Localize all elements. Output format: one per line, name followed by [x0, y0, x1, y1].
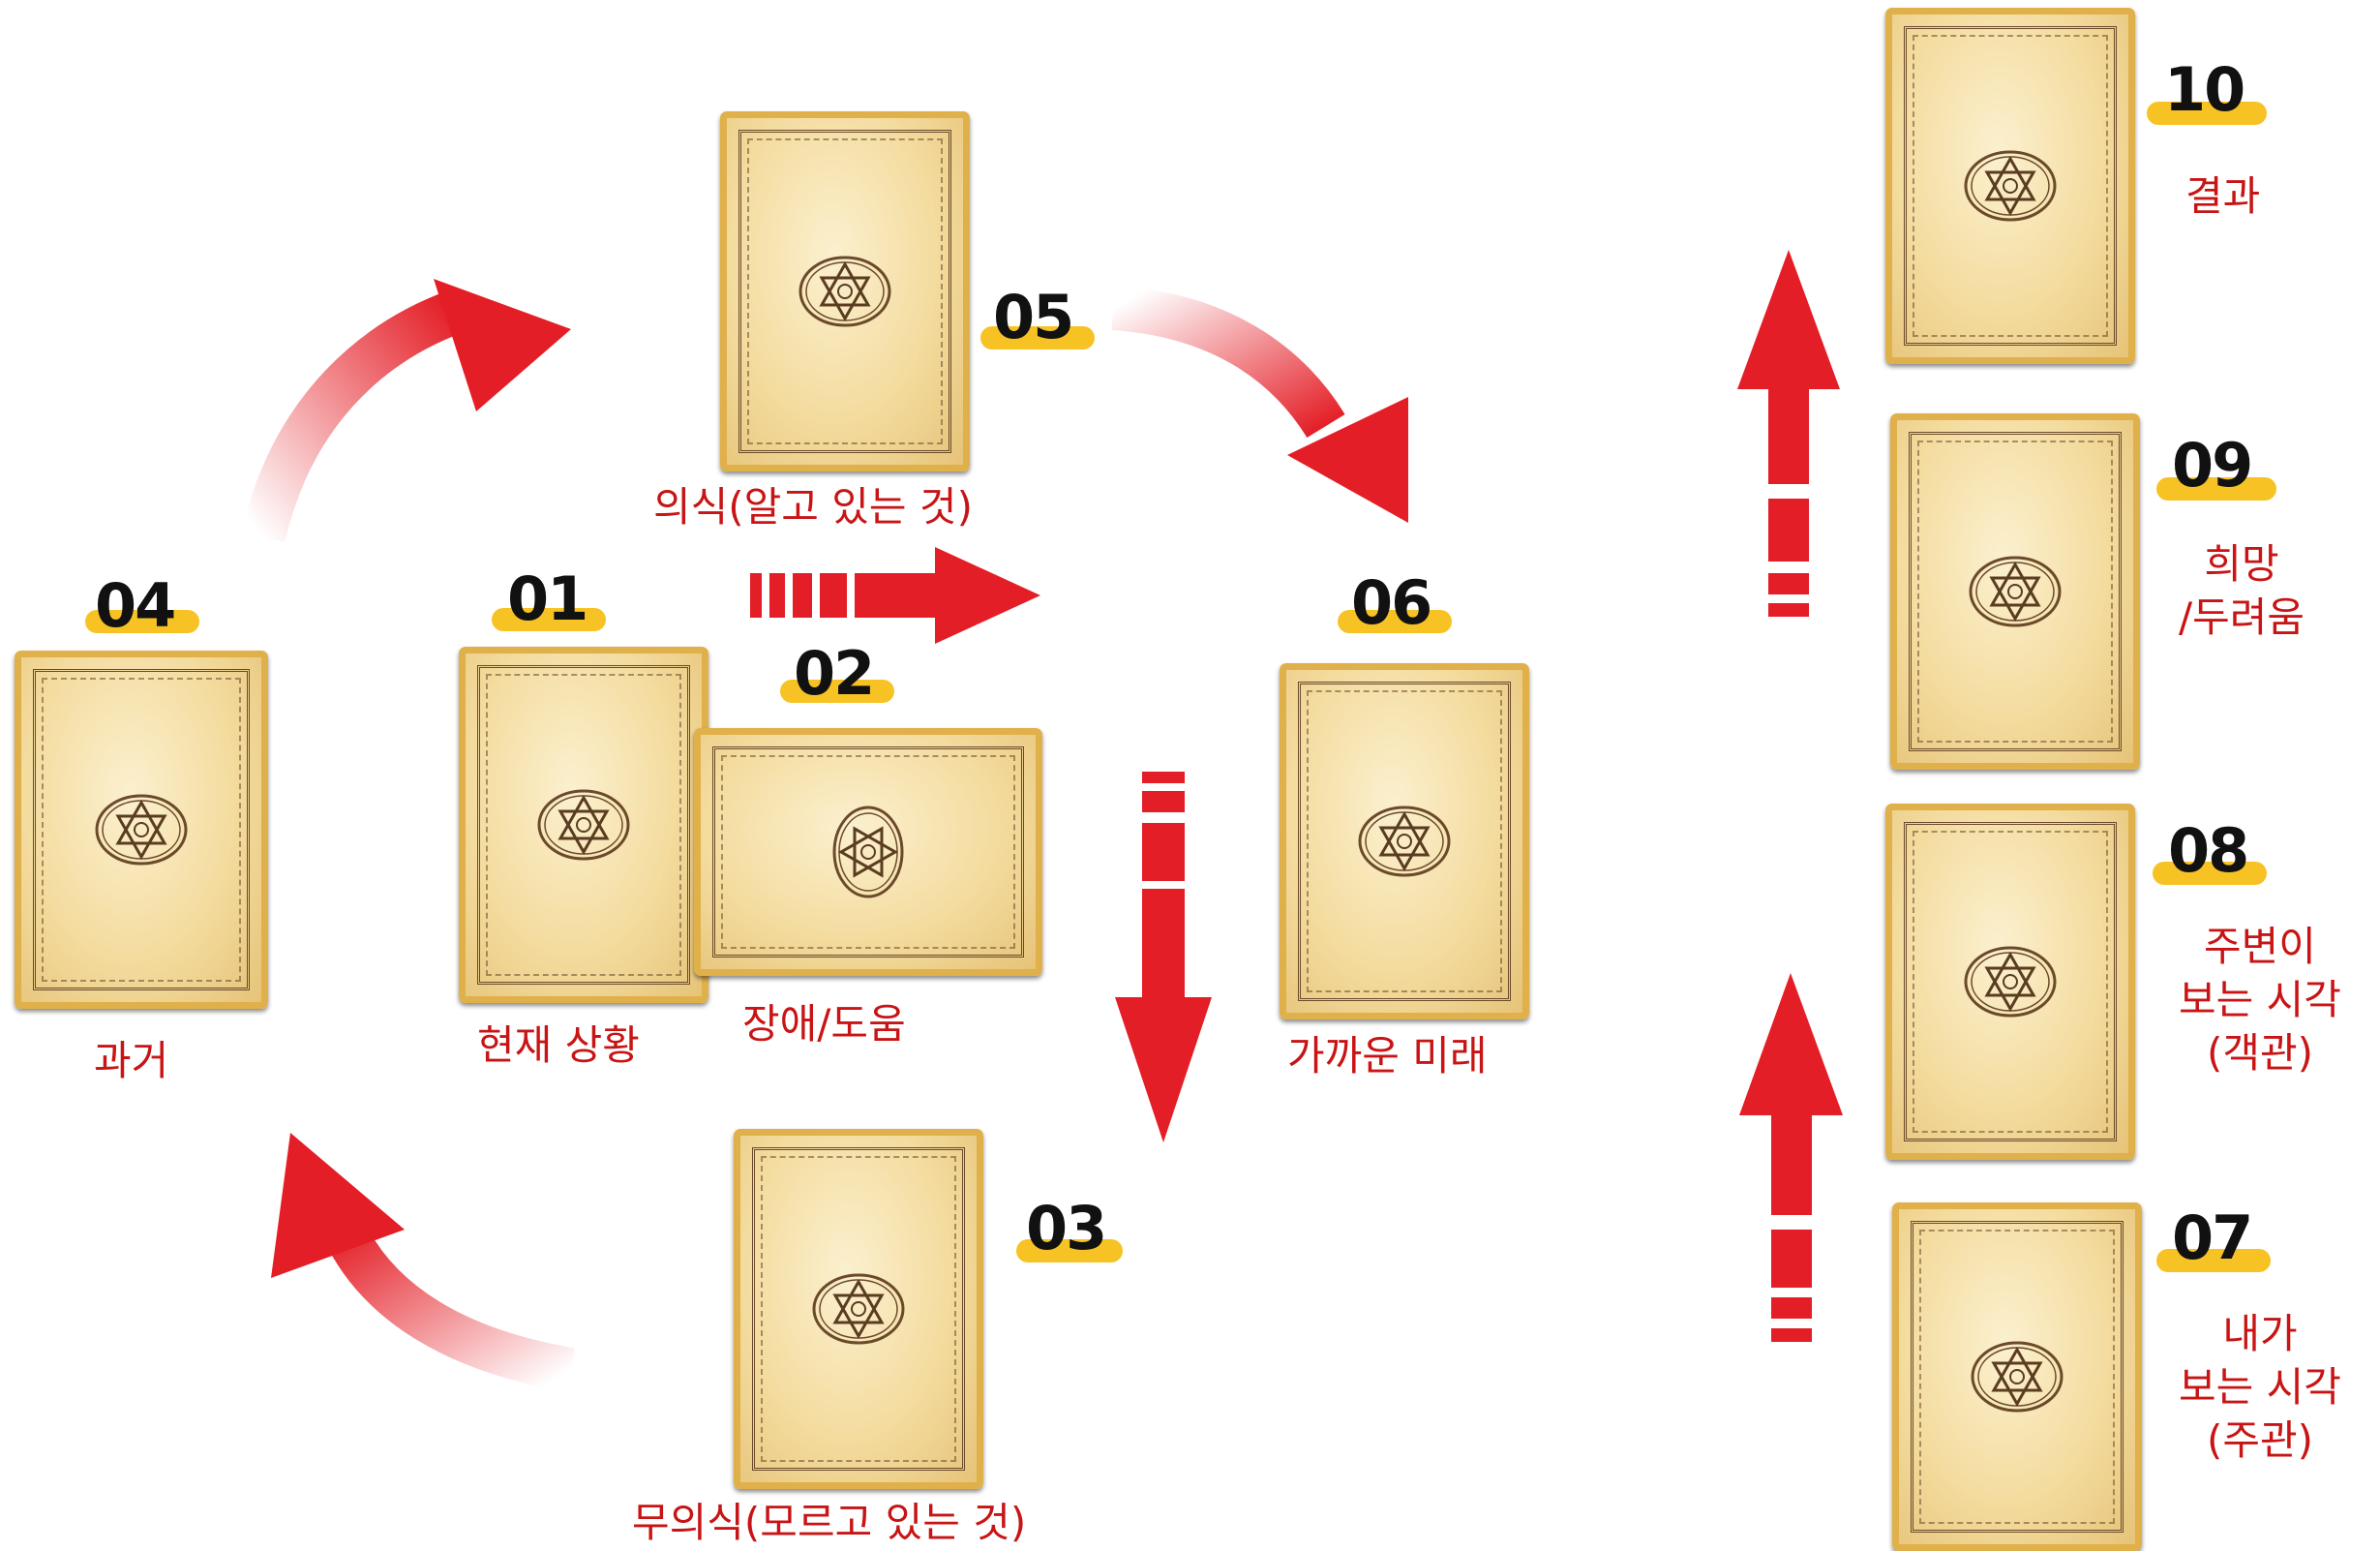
card-04[interactable] — [15, 651, 268, 1009]
dashed-straight-arrow-icon — [1115, 772, 1212, 1142]
position-number-09: 09 — [2172, 430, 2253, 501]
position-number-04: 04 — [95, 570, 176, 641]
hexagram-seal-icon — [1964, 946, 2057, 1018]
position-number-02: 02 — [794, 638, 875, 709]
curved-arrow-icon — [271, 1133, 575, 1392]
position-number-03: 03 — [1026, 1193, 1107, 1263]
position-number-10: 10 — [2164, 54, 2245, 125]
hexagram-seal-icon — [1971, 1341, 2064, 1413]
hexagram-seal-icon — [832, 806, 904, 898]
card-06[interactable] — [1280, 663, 1529, 1019]
card-02[interactable] — [694, 728, 1042, 976]
position-label-05: 의식(알고 있는 것) — [653, 483, 973, 531]
number-badge-bg — [85, 610, 199, 633]
dashed-straight-arrow-icon — [750, 547, 1040, 644]
position-number-01: 01 — [507, 563, 588, 634]
number-badge-bg — [2147, 102, 2267, 125]
position-label-06: 가까운 미래 — [1287, 1032, 1488, 1080]
hexagram-seal-icon — [812, 1273, 905, 1345]
curved-arrow-icon — [1111, 286, 1408, 523]
card-01[interactable] — [459, 647, 708, 1003]
number-badge-bg — [2153, 862, 2267, 885]
position-label-01: 현재 상황 — [477, 1021, 640, 1069]
number-badge-bg — [492, 608, 606, 631]
card-03[interactable] — [734, 1129, 983, 1489]
position-label-02: 장애/도움 — [742, 1000, 906, 1048]
hexagram-seal-icon — [537, 789, 630, 861]
card-07[interactable] — [1892, 1202, 2142, 1551]
number-badge-bg — [1016, 1239, 1123, 1262]
position-label-07-line2: 보는 시각 — [2179, 1363, 2341, 1411]
card-08[interactable] — [1885, 804, 2135, 1160]
hexagram-seal-icon — [95, 794, 188, 866]
position-label-07-line3: (주관) — [2206, 1416, 2314, 1464]
card-05[interactable] — [720, 111, 970, 471]
hexagram-seal-icon — [1358, 806, 1451, 877]
position-label-08-line1: 주변이 — [2204, 923, 2316, 970]
number-badge-bg — [980, 326, 1095, 350]
number-badge-bg — [780, 680, 894, 703]
hexagram-seal-icon — [798, 256, 891, 327]
curved-arrow-icon — [241, 279, 571, 543]
card-10[interactable] — [1885, 8, 2135, 364]
card-09[interactable] — [1890, 413, 2140, 770]
hexagram-seal-icon — [1964, 150, 2057, 222]
number-badge-bg — [2156, 477, 2276, 501]
position-label-09-line1: 희망 — [2204, 540, 2279, 588]
number-badge-bg — [1338, 610, 1452, 633]
position-label-08-line3: (객관) — [2206, 1029, 2314, 1077]
position-label-03: 무의식(모르고 있는 것) — [632, 1499, 1027, 1546]
position-label-10: 결과 — [2185, 172, 2261, 220]
position-label-09-line2: /두려움 — [2178, 593, 2305, 641]
position-number-07: 07 — [2172, 1202, 2253, 1273]
dashed-straight-arrow-icon — [1737, 250, 1840, 617]
hexagram-seal-icon — [1969, 556, 2062, 627]
position-label-07-line1: 내가 — [2222, 1310, 2298, 1357]
position-number-05: 05 — [993, 282, 1074, 352]
number-badge-bg — [2156, 1249, 2271, 1272]
position-number-08: 08 — [2168, 815, 2249, 886]
position-label-08-line2: 보는 시각 — [2179, 976, 2341, 1023]
dashed-straight-arrow-icon — [1739, 973, 1843, 1342]
position-number-06: 06 — [1351, 567, 1432, 638]
position-label-04: 과거 — [94, 1037, 169, 1084]
